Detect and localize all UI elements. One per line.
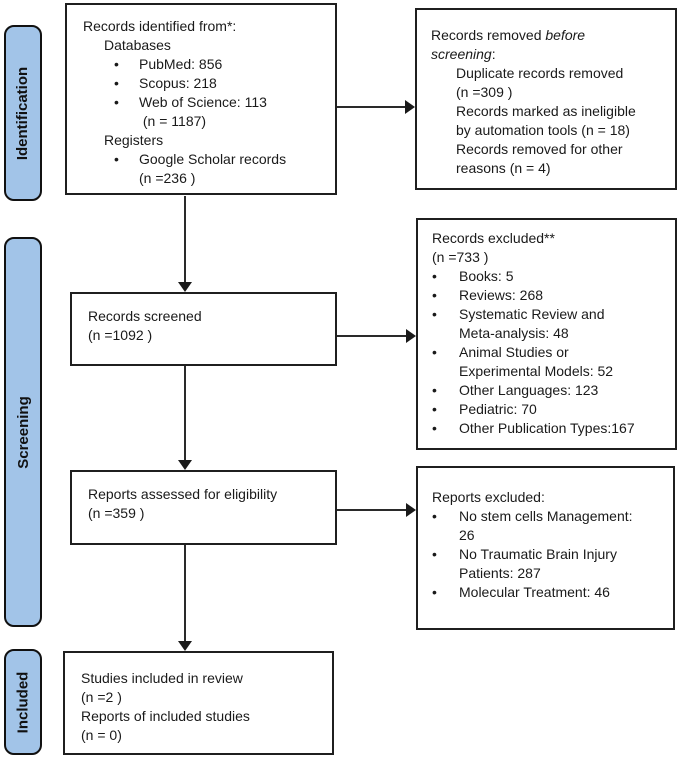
removed-other-reasons-item: Records removed for other reasons (n = 4…	[456, 141, 623, 176]
arrow-right-icon	[406, 329, 416, 343]
bullet-icon: •	[432, 382, 437, 398]
excluded-pediatric-count: Pediatric: 70	[459, 401, 537, 417]
reports-excluded-title: Reports excluded:	[432, 489, 545, 505]
reports-excluded-molecular-treatment-count: Molecular Treatment: 46	[459, 584, 610, 600]
records-removed-title-pre: Records removed	[431, 27, 546, 43]
bullet-icon: •	[432, 287, 437, 303]
arrow-assessed-to-reports-excluded-line	[337, 509, 406, 511]
records-excluded-box: Records excluded** (n =733 ) • Books: 5 …	[416, 218, 677, 450]
bullet-icon: •	[114, 94, 119, 110]
arrow-down-icon	[178, 641, 192, 651]
excluded-books-count: Books: 5	[459, 268, 514, 284]
excluded-reviews-count: Reviews: 268	[459, 287, 544, 303]
stage-label-screening: Screening	[14, 395, 32, 469]
list-item: • Books: 5	[432, 267, 673, 286]
bullet-icon: •	[432, 268, 437, 284]
reports-included-count: (n = 0)	[81, 727, 122, 743]
studies-included-box: Studies included in review (n =2 ) Repor…	[63, 651, 334, 755]
bullet-icon: •	[114, 151, 119, 167]
reports-excluded-no-stem-cells-count: No stem cells Management: 26	[459, 508, 633, 543]
databases-group-label: Databases	[104, 37, 171, 53]
records-identified-title: Records identified from*:	[83, 18, 237, 34]
list-item: • No stem cells Management: 26	[432, 507, 671, 545]
arrow-down-icon	[178, 460, 192, 470]
arrow-right-icon	[405, 100, 415, 114]
records-identified-box: Records identified from*: Databases • Pu…	[65, 3, 337, 195]
list-item: • Google Scholar records (n =236 )	[83, 150, 329, 188]
list-item: • Reviews: 268	[432, 286, 673, 305]
excluded-other-publication-types-count: Other Publication Types:167	[459, 420, 635, 436]
records-excluded-title: Records excluded**	[432, 230, 555, 246]
bullet-icon: •	[432, 344, 437, 360]
register-google-scholar-count: Google Scholar records (n =236 )	[139, 151, 287, 186]
records-removed-title: Records removed before screening:	[431, 26, 671, 64]
arrow-right-icon	[406, 503, 416, 517]
arrow-identified-to-removed-line	[337, 106, 406, 108]
stage-label-included: Included	[14, 671, 32, 733]
excluded-animal-studies-count: Animal Studies or Experimental Models: 5…	[459, 344, 614, 379]
arrow-down-icon	[178, 282, 192, 292]
list-item: • Pediatric: 70	[432, 400, 673, 419]
reports-excluded-box: Reports excluded: • No stem cells Manage…	[416, 466, 675, 630]
database-wos-count: Web of Science: 113 (n = 1187)	[139, 94, 267, 129]
records-screened-box: Records screened (n =1092 )	[70, 292, 337, 366]
list-item: • Animal Studies or Experimental Models:…	[432, 343, 673, 381]
records-screened-label: Records screened	[88, 308, 202, 324]
bullet-icon: •	[432, 508, 437, 524]
bullet-icon: •	[432, 546, 437, 562]
stage-label-identification: Identification	[14, 66, 32, 160]
bullet-icon: •	[114, 75, 119, 91]
records-screened-count: (n =1092 )	[88, 327, 153, 343]
records-removed-box: Records removed before screening: Duplic…	[415, 8, 677, 190]
registers-group-label: Registers	[104, 132, 164, 148]
bullet-icon: •	[432, 306, 437, 322]
bullet-icon: •	[114, 56, 119, 72]
stage-bar-included: Included	[4, 649, 42, 755]
database-pubmed-count: PubMed: 856	[139, 56, 223, 72]
list-item: • Other Publication Types:167	[432, 419, 673, 438]
list-item: • Systematic Review and Meta-analysis: 4…	[432, 305, 673, 343]
reports-assessed-box: Reports assessed for eligibility (n =359…	[70, 470, 337, 545]
reports-assessed-count: (n =359 )	[88, 505, 145, 521]
excluded-other-languages-count: Other Languages: 123	[459, 382, 599, 398]
bullet-icon: •	[432, 420, 437, 436]
arrow-screened-to-excluded-line	[337, 335, 406, 337]
stage-bar-identification: Identification	[4, 25, 42, 201]
list-item: • No Traumatic Brain Injury Patients: 28…	[432, 545, 671, 583]
records-excluded-count: (n =733 )	[432, 249, 489, 265]
arrow-assessed-to-included-line	[184, 545, 186, 641]
arrow-screened-to-assessed-line	[184, 366, 186, 460]
list-item: • Molecular Treatment: 46	[432, 583, 671, 602]
studies-included-label: Studies included in review	[81, 670, 243, 686]
reports-included-label: Reports of included studies	[81, 708, 250, 724]
records-removed-title-colon: :	[491, 46, 496, 62]
list-item: • Scopus: 218	[83, 74, 329, 93]
records-removed-title-italic: before screening	[431, 27, 586, 62]
stage-bar-screening: Screening	[4, 237, 42, 627]
list-item: • Web of Science: 113 (n = 1187)	[83, 93, 329, 131]
database-scopus-count: Scopus: 218	[139, 75, 217, 91]
ineligible-automation-item: Records marked as ineligible by automati…	[456, 103, 636, 138]
arrow-identified-to-screened-line	[184, 196, 186, 284]
list-item: • Other Languages: 123	[432, 381, 673, 400]
reports-assessed-label: Reports assessed for eligibility	[88, 486, 278, 502]
list-item: • PubMed: 856	[83, 55, 329, 74]
excluded-systematic-review-count: Systematic Review and Meta-analysis: 48	[459, 306, 605, 341]
reports-excluded-no-tbi-patients-count: No Traumatic Brain Injury Patients: 287	[459, 546, 617, 581]
bullet-icon: •	[432, 401, 437, 417]
duplicate-records-removed-item: Duplicate records removed (n =309 )	[456, 65, 624, 100]
bullet-icon: •	[432, 584, 437, 600]
studies-included-count: (n =2 )	[81, 689, 122, 705]
